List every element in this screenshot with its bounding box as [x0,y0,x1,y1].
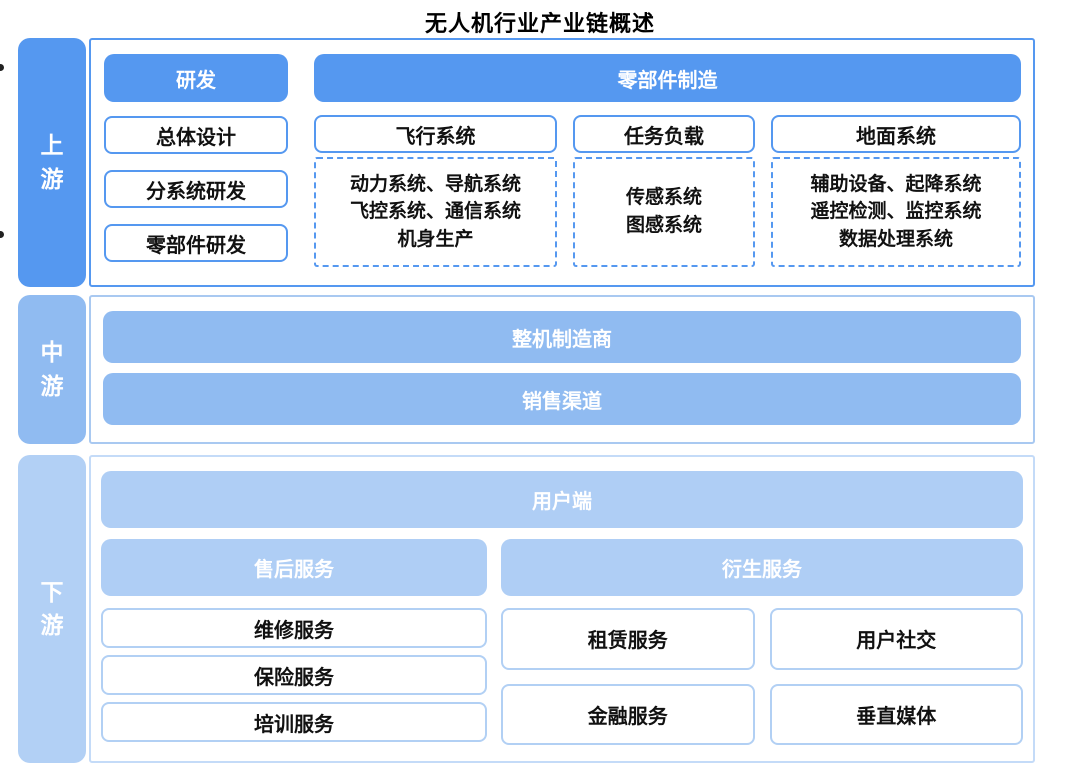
rd-item: 总体设计 [104,116,288,154]
detail-line: 辅助设备、起降系统 [810,173,982,195]
detail-line: 传感系统 [625,187,702,209]
detail-line: 数据处理系统 [838,228,953,250]
derivative-services-column: 衍生服务 租赁服务 用户社交 金融服务 垂直媒体 [501,539,1023,745]
midstream-label: 中 游 [18,295,86,444]
edge-artifact-dot [0,64,4,71]
derivative-item: 用户社交 [769,608,1023,670]
ground-system-column: 地面系统 辅助设备、起降系统 遥控检测、监控系统 数据处理系统 [771,115,1021,267]
sales-channel-bar: 销售渠道 [103,373,1021,425]
payload-column: 任务负载 传感系统 图感系统 [573,115,755,267]
after-sales-header: 售后服务 [101,539,487,596]
upstream-content: 研发 总体设计 分系统研发 零部件研发 零部件制造 飞行系统 动力系统、导航系统… [89,38,1035,287]
page-title: 无人机行业产业链概述 [424,11,655,36]
after-sales-column: 售后服务 维修服务 保险服务 培训服务 [101,539,487,745]
after-sales-item: 维修服务 [101,608,487,648]
after-sales-item: 保险服务 [101,655,487,695]
downstream-label: 下 游 [18,455,86,763]
payload-detail: 传感系统 图感系统 [573,157,755,267]
derivative-header: 衍生服务 [501,539,1023,596]
payload-header: 任务负载 [573,115,755,153]
detail-line: 动力系统、导航系统 [349,173,521,195]
downstream-content: 用户端 售后服务 维修服务 保险服务 培训服务 衍生服务 租赁服务 用户社交 金… [89,455,1035,763]
rd-item: 分系统研发 [104,170,288,208]
flight-system-detail: 动力系统、导航系统 飞控系统、通信系统 机身生产 [314,157,557,267]
detail-line: 图感系统 [625,215,702,236]
detail-line: 机身生产 [397,228,474,250]
oem-bar: 整机制造商 [103,311,1021,363]
upstream-manufacturing-area: 零部件制造 飞行系统 动力系统、导航系统 飞控系统、通信系统 机身生产 任务负载… [314,54,1021,267]
edge-artifact-dot [0,231,4,238]
derivative-item: 垂直媒体 [769,683,1023,745]
section-upstream: 上 游 研发 总体设计 分系统研发 零部件研发 零部件制造 飞行系统 动力系统、… [18,38,1035,287]
flight-system-header: 飞行系统 [314,115,557,153]
flight-system-column: 飞行系统 动力系统、导航系统 飞控系统、通信系统 机身生产 [314,115,557,267]
derivative-item: 租赁服务 [501,608,755,670]
rd-header: 研发 [104,54,288,102]
upstream-label: 上 游 [18,38,86,287]
section-downstream: 下 游 用户端 售后服务 维修服务 保险服务 培训服务 衍生服务 租赁服务 用户… [18,455,1035,763]
section-midstream: 中 游 整机制造商 销售渠道 [18,295,1035,444]
after-sales-item: 培训服务 [101,702,487,742]
manufacturing-header: 零部件制造 [314,54,1021,102]
detail-line: 遥控检测、监控系统 [810,201,982,223]
midstream-content: 整机制造商 销售渠道 [89,295,1035,444]
detail-line: 飞控系统、通信系统 [349,201,521,223]
upstream-rd-column: 研发 总体设计 分系统研发 零部件研发 [104,54,288,267]
user-side-bar: 用户端 [101,471,1023,528]
derivative-item: 金融服务 [501,683,755,745]
ground-system-detail: 辅助设备、起降系统 遥控检测、监控系统 数据处理系统 [771,157,1021,267]
rd-item: 零部件研发 [104,224,288,262]
ground-system-header: 地面系统 [771,115,1021,153]
